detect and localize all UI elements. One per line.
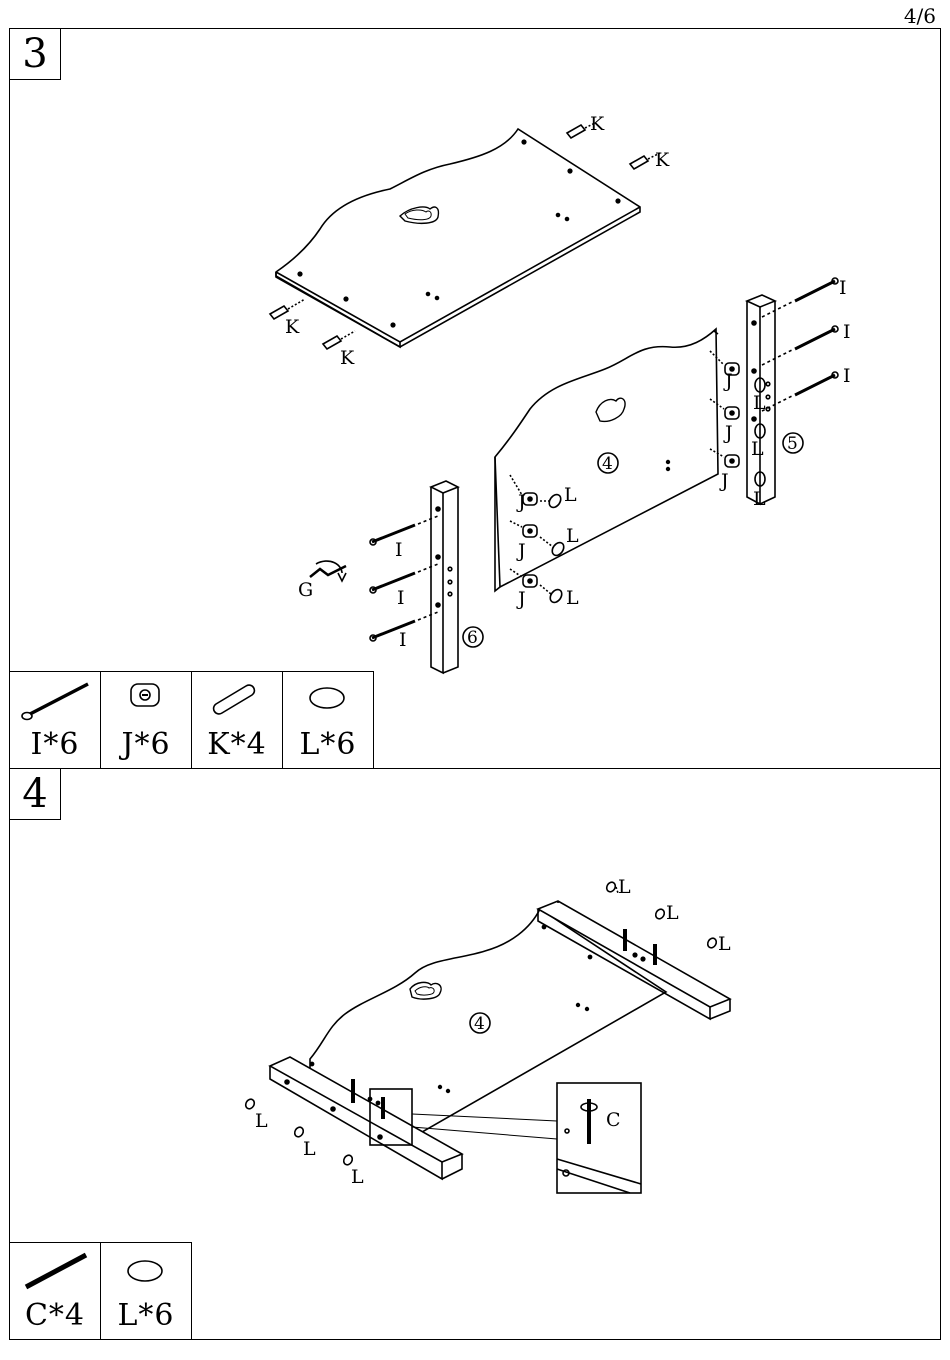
callout-l-6: L xyxy=(753,488,766,510)
step-4-panel: L L L L L L xyxy=(9,768,941,1340)
callout-i-2: I xyxy=(397,587,405,609)
step-number: 3 xyxy=(9,28,61,80)
step-3-illustration: K K K K xyxy=(10,29,940,770)
detail-view xyxy=(557,1083,641,1193)
callout-j-3: J xyxy=(516,588,526,610)
bolt-icon xyxy=(16,676,96,726)
part-label: L*6 xyxy=(283,727,373,762)
callout-i-1: I xyxy=(395,539,403,561)
callout-k-4: K xyxy=(340,347,355,369)
callout-k-1: K xyxy=(590,113,605,135)
cap-icon xyxy=(289,676,369,726)
part-cell: J*6 xyxy=(100,671,192,769)
step-number: 4 xyxy=(9,768,61,820)
callout-l-3: L xyxy=(718,933,731,955)
callout-l-3: L xyxy=(566,587,579,609)
part-cell: C*4 xyxy=(9,1242,101,1340)
dowel-icon xyxy=(198,676,278,726)
page-number: 4/6 xyxy=(904,4,936,28)
top-board xyxy=(276,129,640,347)
part-number-5: 5 xyxy=(787,434,798,454)
callout-c: C xyxy=(606,1109,621,1131)
callout-j-5: J xyxy=(723,422,733,444)
callout-l-4: L xyxy=(255,1110,268,1132)
callout-l-1: L xyxy=(564,484,577,506)
part-label: I*6 xyxy=(10,727,100,762)
rod-icon xyxy=(16,1247,96,1297)
callout-j-1: J xyxy=(516,491,526,513)
allen-key-g xyxy=(310,561,346,581)
parts-list: I*6 J*6 K*4 L*6 xyxy=(9,671,373,769)
step-3-panel: K K K K xyxy=(9,28,941,769)
cap-icon xyxy=(107,1247,187,1297)
callout-j-4: J xyxy=(723,370,733,392)
part-cell: I*6 xyxy=(9,671,101,769)
part-number-4: 4 xyxy=(474,1014,485,1034)
part-label: C*4 xyxy=(10,1298,100,1333)
leg-6 xyxy=(431,481,458,673)
parts-list: C*4 L*6 xyxy=(9,1242,191,1340)
callout-k-3: K xyxy=(285,316,300,338)
part-label: L*6 xyxy=(101,1298,191,1333)
callout-i-4: I xyxy=(839,277,847,299)
callout-i-6: I xyxy=(843,365,851,387)
part-cell: K*4 xyxy=(191,671,283,769)
callout-l-5: L xyxy=(751,438,764,460)
callout-l-1: L xyxy=(618,876,631,898)
callout-l-6: L xyxy=(351,1166,364,1188)
part-number-4: 4 xyxy=(602,454,613,474)
part-label: K*4 xyxy=(192,727,282,762)
callout-j-6: J xyxy=(719,470,729,492)
callout-l-4: L xyxy=(753,392,766,414)
callout-k-2: K xyxy=(655,149,670,171)
part-label: J*6 xyxy=(101,727,191,762)
callout-l-5: L xyxy=(303,1138,316,1160)
part-number-6: 6 xyxy=(467,628,478,648)
callout-i-5: I xyxy=(843,321,851,343)
callout-g: G xyxy=(298,579,313,601)
callout-l-2: L xyxy=(566,525,579,547)
part-cell: L*6 xyxy=(282,671,374,769)
callout-i-3: I xyxy=(399,629,407,651)
cam-lock-icon xyxy=(107,676,187,726)
callout-j-2: J xyxy=(516,540,526,562)
callout-l-2: L xyxy=(666,902,679,924)
part-cell: L*6 xyxy=(100,1242,192,1340)
